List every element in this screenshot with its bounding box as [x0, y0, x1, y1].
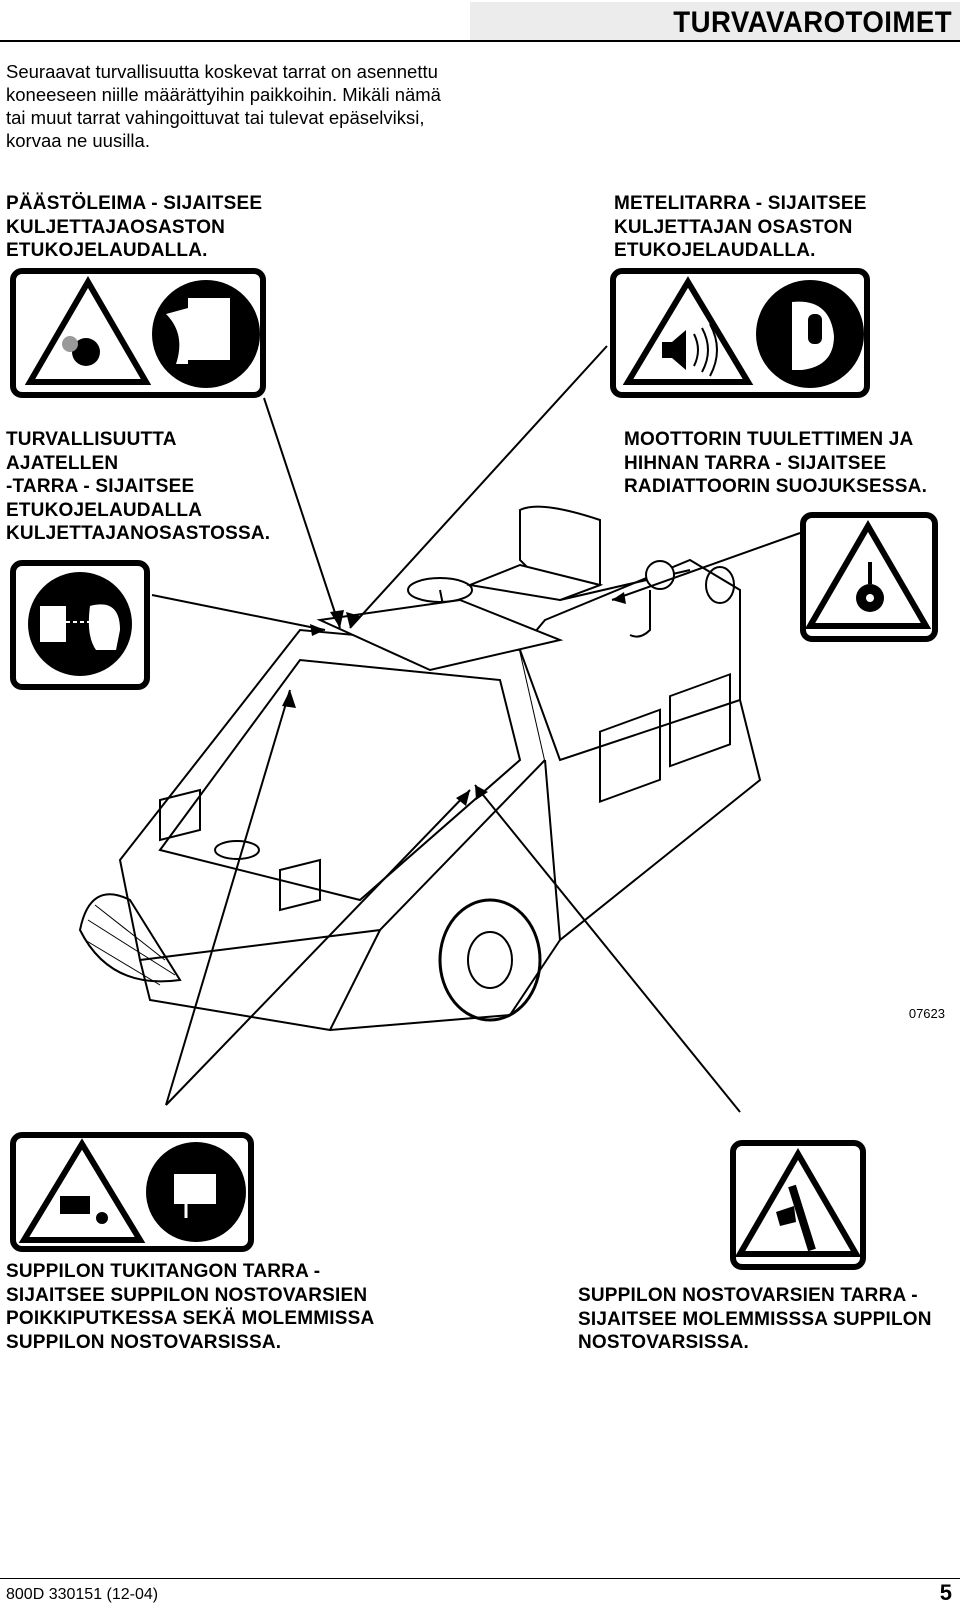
exhaust-warning-icon [24, 276, 152, 385]
page-number: 5 [939, 1580, 952, 1605]
decal-noise [610, 268, 870, 398]
read-manual-icon [28, 572, 132, 676]
page-title: TURVAVAROTOIMET [673, 6, 952, 39]
caption-think-safety: TURVALLISUUTTA AJATELLEN -TARRA - SIJAIT… [6, 429, 271, 544]
door-ventilation-icon [152, 280, 260, 388]
hopper-prop-icon [146, 1142, 246, 1242]
decal-emission [10, 268, 266, 398]
footer-rule [0, 1578, 960, 1579]
noise-warning-icon [622, 276, 754, 385]
figure-number: 07623 [909, 1006, 945, 1021]
caption-hopper-prop: SUPPILON TUKITANGON TARRA - SIJAITSEE SU… [6, 1261, 375, 1353]
caption-fan-belt: MOOTTORIN TUULETTIMEN JA HIHNAN TARRA - … [624, 429, 928, 497]
decal-fan-belt [800, 512, 938, 642]
hopper-crush-warning-icon [18, 1138, 146, 1243]
decal-hopper-prop [10, 1132, 254, 1252]
document-code: 800D 330151 (12-04) [6, 1586, 159, 1603]
caption-emission: PÄÄSTÖLEIMA - SIJAITSEE KULJETTAJAOSASTO… [6, 193, 263, 261]
header-rule [0, 40, 960, 42]
fan-belt-warning-icon [804, 520, 932, 629]
caption-noise: METELITARRA - SIJAITSEE KULJETTAJAN OSAS… [614, 193, 867, 261]
lift-arm-crush-icon [734, 1148, 862, 1257]
intro-text: Seuraavat turvallisuutta koskevat tarrat… [6, 61, 441, 151]
decal-hopper-arm [730, 1140, 866, 1270]
header-tab [470, 2, 960, 40]
caption-hopper-arm: SUPPILON NOSTOVARSIEN TARRA - SIJAITSEE … [578, 1285, 932, 1353]
ear-protection-icon [756, 280, 864, 388]
decal-think-safety [10, 560, 150, 690]
